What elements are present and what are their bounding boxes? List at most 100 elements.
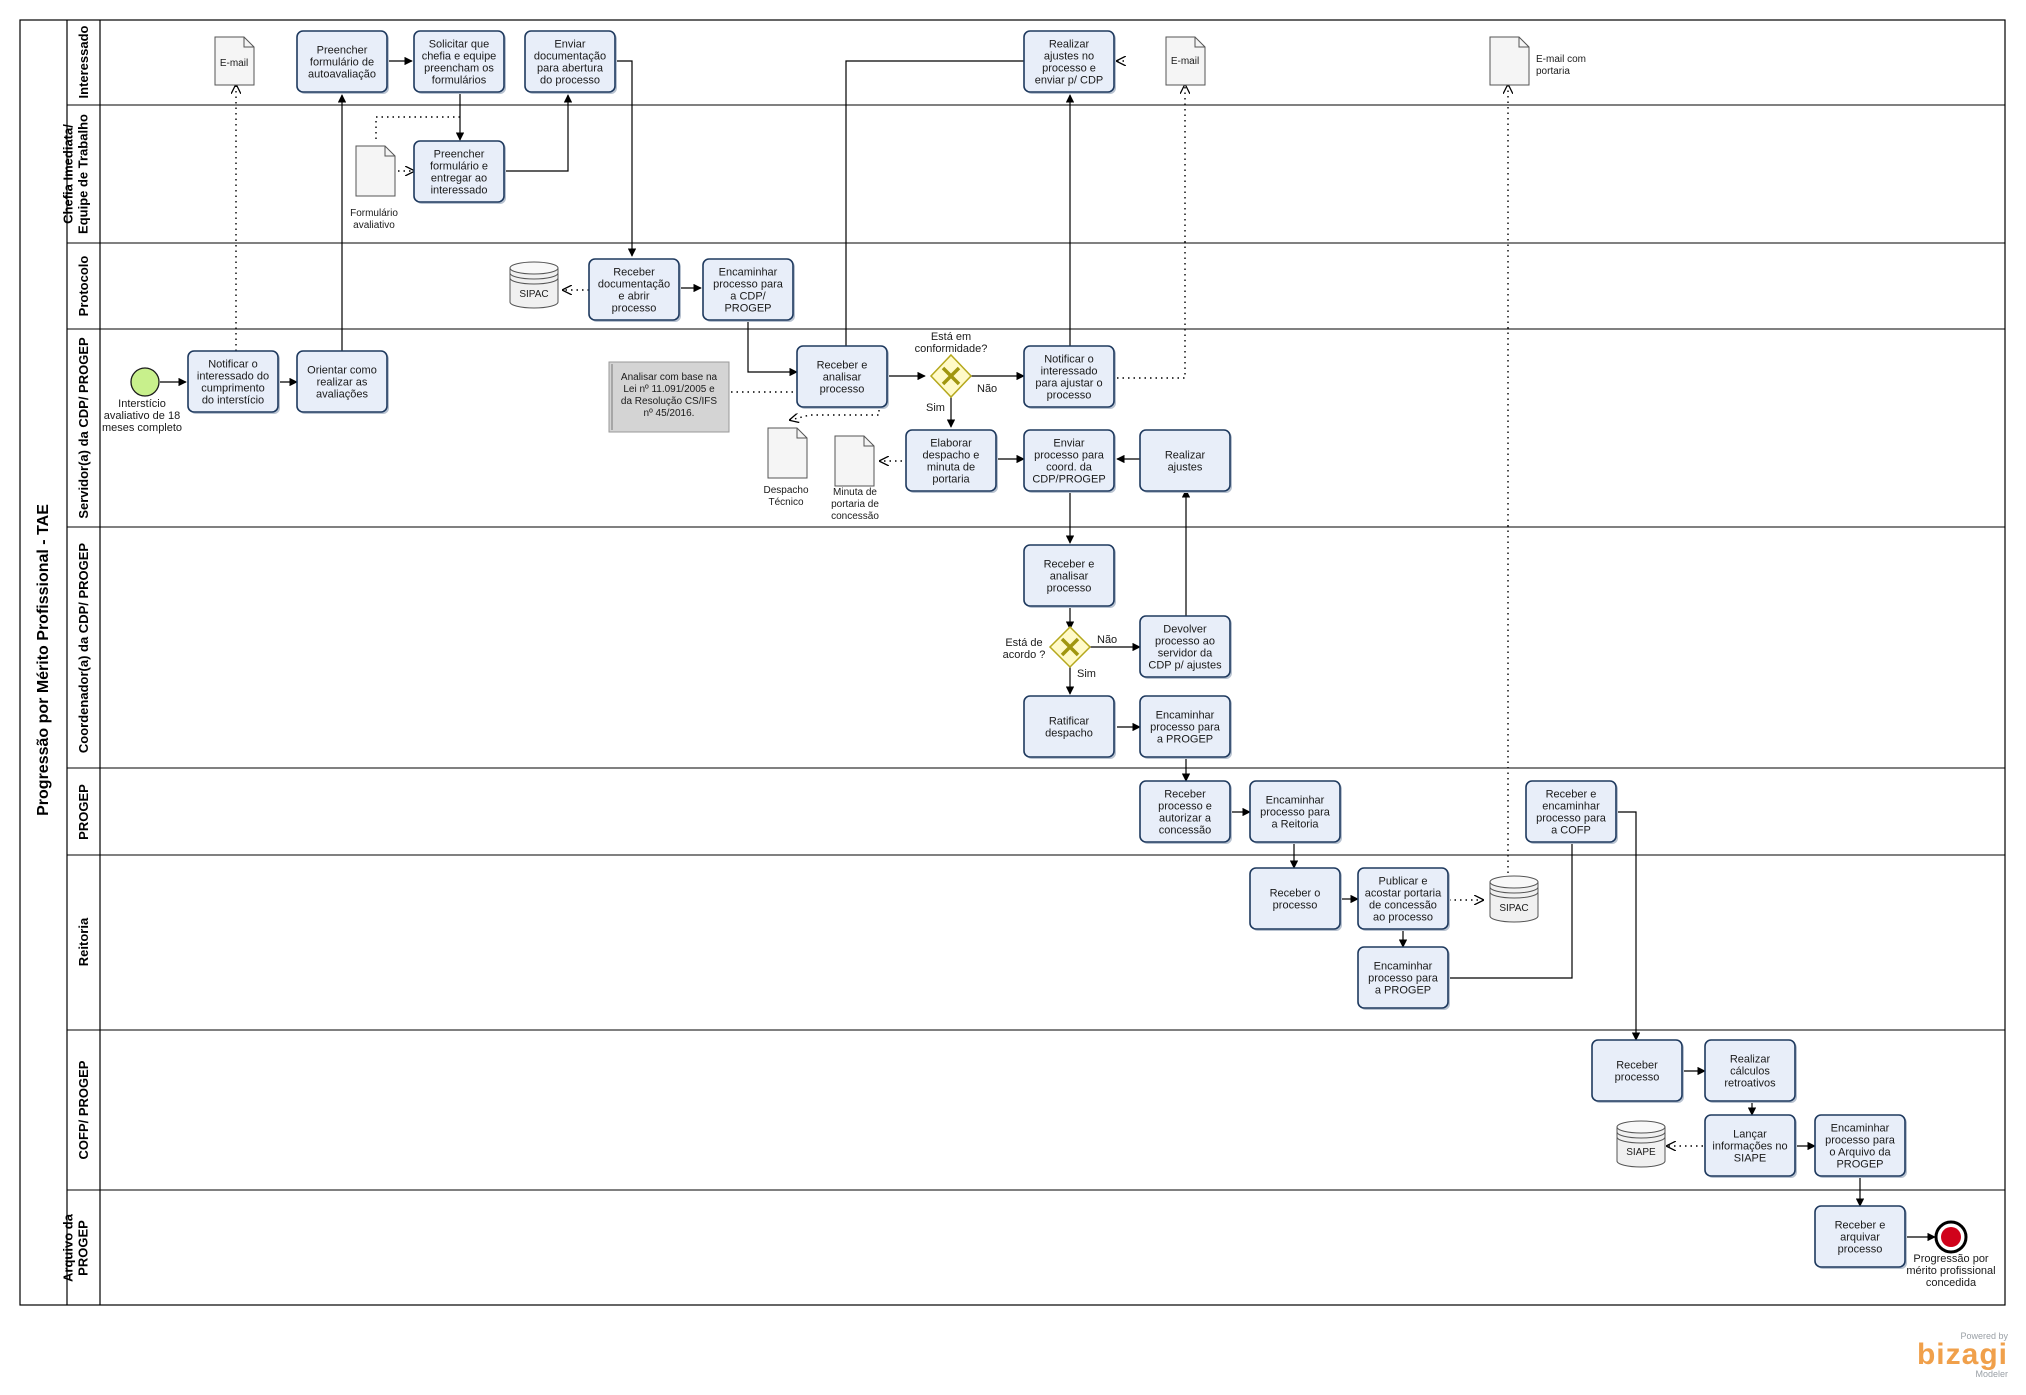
brand-name: bizagi xyxy=(1916,1338,2008,1371)
gateway-acordo[interactable] xyxy=(1048,625,1092,669)
flow xyxy=(1616,811,1641,1041)
lane-label-interessado: Interessado xyxy=(76,25,91,98)
brand-powered: Powered by xyxy=(1960,1331,2008,1341)
end-event[interactable] xyxy=(1934,1220,1968,1254)
sipac-store-2: SIPAC xyxy=(1489,875,1539,923)
association xyxy=(1117,85,1185,379)
gateway-conformidade-no: Não xyxy=(977,383,997,395)
sipac-2-label: SIPAC xyxy=(1499,903,1528,914)
gateway-acordo-yes: Sim xyxy=(1077,668,1096,680)
lane-label-servidor: Servidor(a) da CDP/ PROGEP xyxy=(76,337,91,519)
siape-label: SIAPE xyxy=(1626,1147,1656,1158)
brand-product: Modeler xyxy=(1975,1369,2008,1379)
pool: Progressão por Mérito Profissional - TAE xyxy=(19,19,2006,1306)
gateway-conformidade[interactable] xyxy=(929,353,973,399)
pool-title: Progressão por Mérito Profissional - TAE xyxy=(35,504,52,816)
email-doc-2: E-mail xyxy=(1165,36,1206,86)
sipac-1-label: SIPAC xyxy=(519,289,548,300)
email-doc-1-label: E-mail xyxy=(220,58,248,69)
flow xyxy=(505,94,573,172)
lane-label-arquivo: Arquivo daPROGEP xyxy=(61,1213,91,1282)
siape-store: SIAPE xyxy=(1616,1120,1666,1168)
sipac-store-1: SIPAC xyxy=(509,261,559,309)
gateway-conformidade-yes: Sim xyxy=(926,402,945,414)
flow xyxy=(1449,811,1577,979)
lane-label-cofp: COFP/ PROGEP xyxy=(76,1060,91,1159)
sequence-flows xyxy=(160,56,1936,1242)
lane-label-coordenador: Coordenador(a) da CDP/ PROGEP xyxy=(76,543,91,754)
association xyxy=(375,116,460,141)
lanes: Interessado Chefia Imediata/Equipe de Tr… xyxy=(61,25,2005,1282)
start-event[interactable] xyxy=(130,367,160,397)
email-doc-2-label: E-mail xyxy=(1171,56,1199,67)
lane-label-protocolo: Protocolo xyxy=(76,256,91,317)
gateway-acordo-no: Não xyxy=(1097,634,1117,646)
